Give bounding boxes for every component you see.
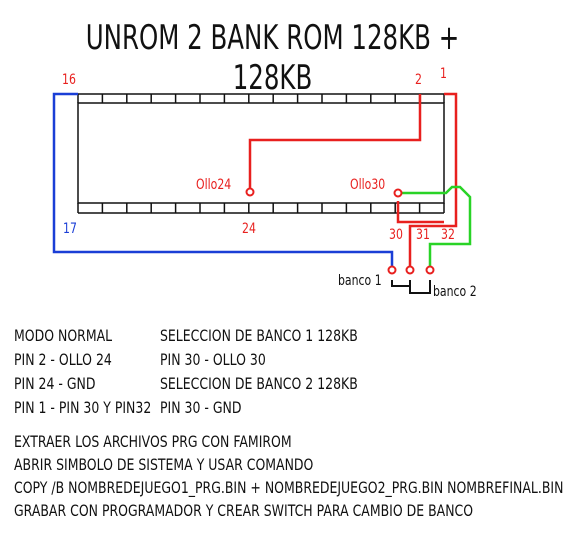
- note-banco1-title: SELECCION DE BANCO 1 128KB: [160, 326, 358, 345]
- note-banco2-title: SELECCION DE BANCO 2 128KB: [160, 374, 358, 393]
- pin-label-30: 30: [389, 227, 403, 243]
- pin-label-16: 16: [62, 72, 76, 88]
- ollo24-label: Ollo24: [196, 177, 232, 193]
- top-pin-row: [77, 93, 445, 103]
- note-pin30-gnd: PIN 30 - GND: [160, 398, 242, 417]
- red-wire-pin2-ollo24: [248, 94, 422, 188]
- switch-bracket-banco2: [409, 280, 431, 294]
- ollo30-terminal: [393, 188, 403, 198]
- bottom-pin-row: [77, 203, 445, 214]
- pin-label-31: 31: [416, 227, 430, 243]
- switch-bracket-banco1: [391, 280, 411, 287]
- blue-wire: [52, 92, 394, 266]
- pin-label-24: 24: [242, 221, 256, 237]
- instruction-2: ABRIR SIMBOLO DE SISTEMA Y USAR COMANDO: [14, 455, 314, 474]
- ollo30-label: Ollo30: [350, 177, 386, 193]
- green-wire-ollo30: [402, 185, 472, 266]
- switch-terminal-common: [405, 265, 415, 275]
- pin-label-32: 32: [441, 227, 455, 243]
- note-pin24: PIN 24 - GND: [14, 374, 96, 393]
- note-pin2: PIN 2 - OLLO 24: [14, 350, 112, 369]
- pin-label-1: 1: [440, 66, 447, 82]
- chip-body: [77, 102, 445, 204]
- instruction-1: EXTRAER LOS ARCHIVOS PRG CON FAMIROM: [14, 432, 292, 451]
- switch-terminal-banco2: [425, 265, 435, 275]
- red-wire-pin30: [396, 201, 444, 224]
- note-pin1: PIN 1 - PIN 30 Y PIN32: [14, 398, 152, 417]
- banco1-label: banco 1: [338, 273, 382, 289]
- instruction-4: GRABAR CON PROGRAMADOR Y CREAR SWITCH PA…: [14, 501, 474, 520]
- ollo24-terminal: [245, 187, 255, 197]
- note-pin30-ollo30: PIN 30 - OLLO 30: [160, 350, 266, 369]
- pin-label-17: 17: [63, 221, 77, 237]
- banco2-label: banco 2: [433, 284, 477, 300]
- instruction-3: COPY /B NOMBREDEJUEGO1_PRG.BIN + NOMBRED…: [14, 478, 563, 497]
- note-modo-normal: MODO NORMAL: [14, 326, 113, 345]
- pin-label-2: 2: [415, 72, 422, 88]
- wiring-diagram: [52, 92, 472, 294]
- diagram-page: UNROM 2 BANK ROM 128KB + 128KB 16 2 1 17…: [14, 18, 563, 520]
- red-wire-pin1: [408, 92, 458, 266]
- page-title: UNROM 2 BANK ROM 128KB + 128KB: [85, 18, 460, 98]
- switch-terminal-banco1: [387, 265, 397, 275]
